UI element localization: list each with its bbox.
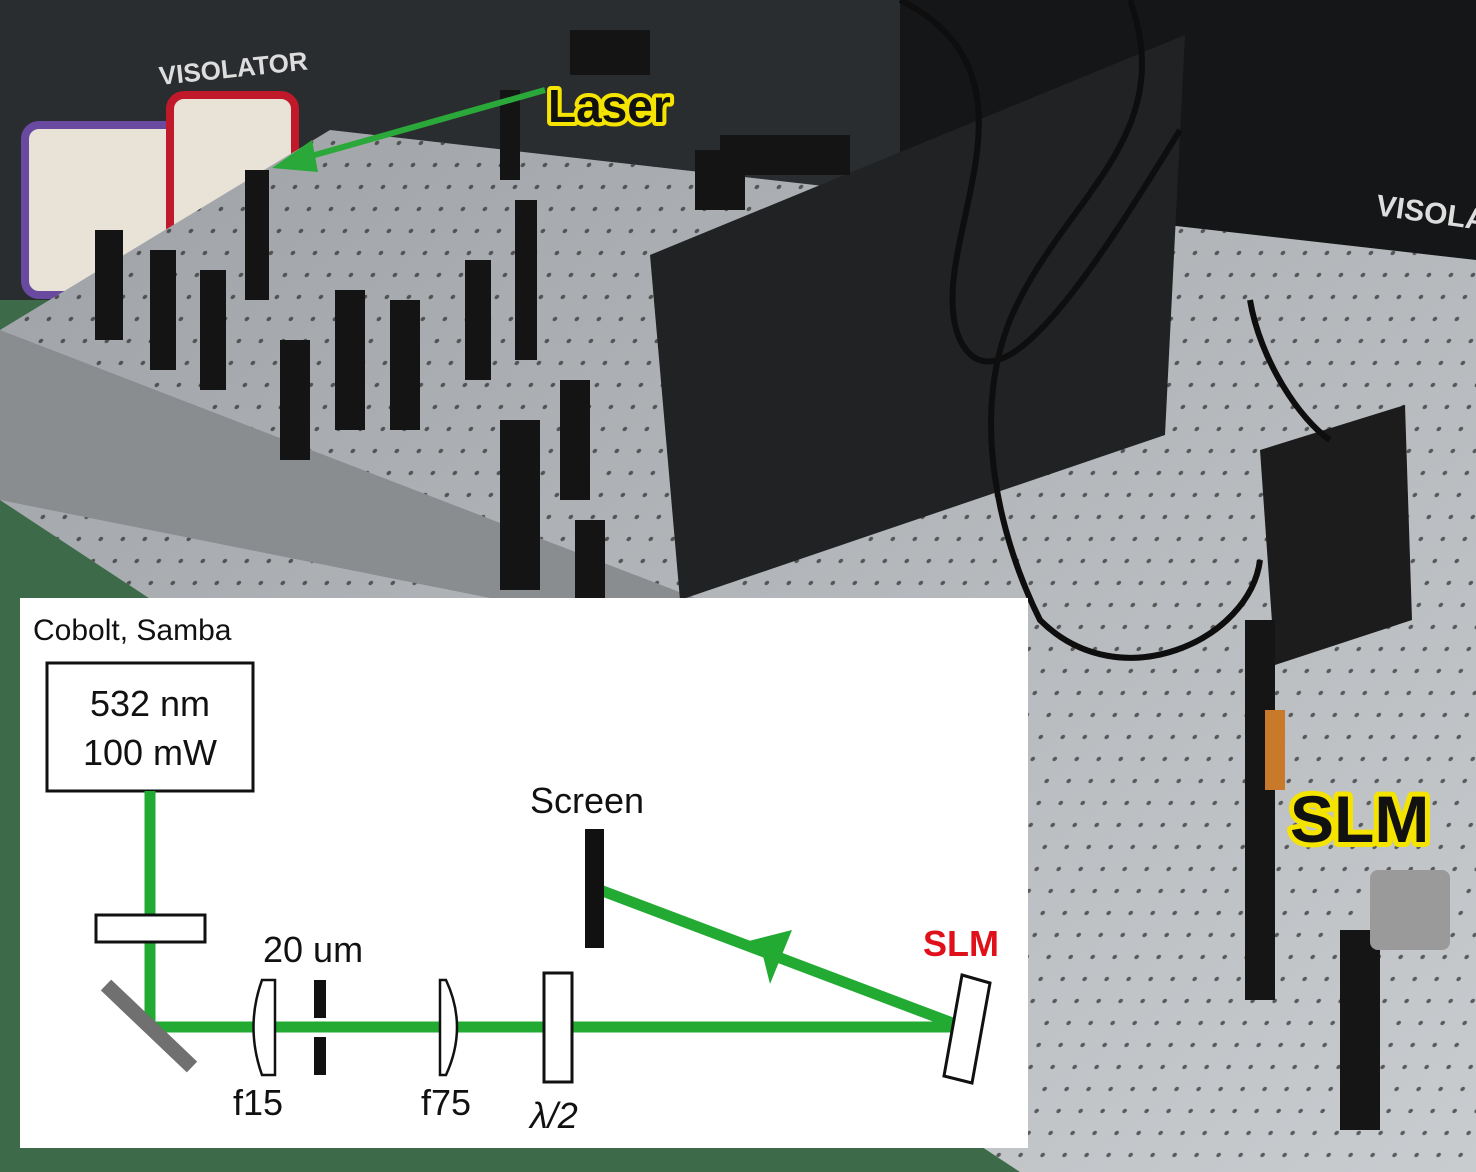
- slm-label: SLM: [923, 923, 999, 964]
- black-screen-panel: [650, 35, 1185, 600]
- laser-label: Laser: [548, 80, 671, 132]
- waveplate-vertical: [94, 913, 207, 944]
- beam-direction-arrow: [745, 930, 792, 984]
- optical-mounts: [95, 30, 850, 600]
- screen: [585, 829, 604, 948]
- pinhole-label: 20 um: [263, 929, 363, 970]
- lens-f15: [252, 978, 277, 1077]
- laser-model-label: Cobolt, Samba: [33, 614, 232, 647]
- optical-diagram: Cobolt, Samba 532 nm 100 mW 20 um f15 f7…: [20, 598, 1028, 1148]
- slm-photo-label: SLM: [1290, 782, 1429, 856]
- mirror: [100, 979, 198, 1073]
- slm-device: [1245, 405, 1450, 1130]
- cables: [898, 0, 1332, 661]
- lens-f75-label: f75: [421, 1082, 471, 1123]
- laser-source-box: [45, 661, 255, 793]
- laser-arrow: [289, 87, 546, 165]
- lens-f15-label: f15: [233, 1082, 283, 1123]
- pinhole: [314, 980, 326, 1018]
- half-wave-plate: [542, 971, 574, 1084]
- laser-wavelength: 532 nm: [90, 683, 210, 724]
- slm: [942, 973, 992, 1085]
- laser-arrow-head: [272, 140, 318, 172]
- laser-power: 100 mW: [83, 732, 217, 773]
- lens-f75: [438, 978, 459, 1077]
- screen-label: Screen: [530, 780, 644, 821]
- waveplate-label: λ/2: [528, 1095, 578, 1136]
